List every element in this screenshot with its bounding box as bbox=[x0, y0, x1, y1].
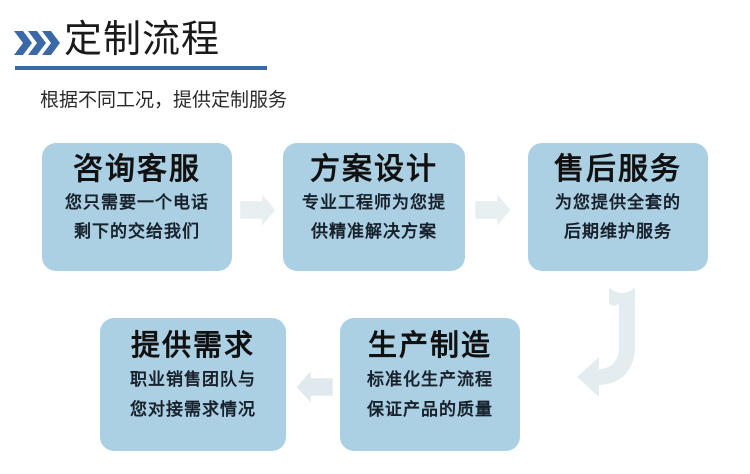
flow-step-card-2[interactable]: 方案设计 专业工程师为您提 供精准解决方案 bbox=[283, 143, 465, 271]
arrow-right-icon bbox=[471, 186, 515, 234]
flow-step-title-1: 咨询客服 bbox=[73, 153, 201, 186]
arrow-right-icon bbox=[236, 186, 280, 234]
flow-step-desc-line2-2: 供精准解决方案 bbox=[311, 222, 437, 242]
flow-step-desc-line2-1: 剩下的交给我们 bbox=[74, 222, 200, 242]
arrow-uturn-down-left-icon bbox=[575, 285, 645, 405]
flow-step-desc-line1-2: 专业工程师为您提 bbox=[302, 193, 446, 213]
flow-step-desc-line1-5: 标准化生产流程 bbox=[367, 370, 493, 390]
flow-step-title-5: 生产制造 bbox=[367, 330, 492, 362]
flow-step-desc-line1-4: 职业销售团队与 bbox=[130, 370, 256, 390]
flow-step-desc-line2-5: 保证产品的质量 bbox=[367, 400, 493, 420]
page-title: 定制流程 bbox=[64, 19, 221, 61]
page-subtitle: 根据不同工况，提供定制服务 bbox=[40, 90, 288, 111]
flow-step-title-3: 售后服务 bbox=[554, 153, 682, 186]
section-header: 定制流程 根据不同工况，提供定制服务 bbox=[0, 0, 750, 111]
flow-step-card-4[interactable]: 提供需求 职业销售团队与 您对接需求情况 bbox=[100, 318, 286, 451]
flow-step-desc-line2-3: 后期维护服务 bbox=[564, 222, 672, 242]
flow-step-title-4: 提供需求 bbox=[130, 330, 255, 362]
flow-step-card-5[interactable]: 生产制造 标准化生产流程 保证产品的质量 bbox=[340, 318, 520, 451]
flow-step-desc-line1-1: 您只需要一个电话 bbox=[65, 193, 209, 213]
flow-step-title-2: 方案设计 bbox=[310, 153, 438, 186]
triple-chevron-right-icon bbox=[14, 28, 60, 58]
flow-step-desc-line1-3: 为您提供全套的 bbox=[555, 193, 681, 213]
flow-step-card-3[interactable]: 售后服务 为您提供全套的 后期维护服务 bbox=[528, 143, 708, 271]
flow-step-desc-line2-4: 您对接需求情况 bbox=[130, 400, 256, 420]
arrow-left-icon bbox=[291, 362, 337, 412]
title-underline bbox=[15, 66, 267, 70]
flow-step-card-1[interactable]: 咨询客服 您只需要一个电话 剩下的交给我们 bbox=[42, 143, 232, 271]
